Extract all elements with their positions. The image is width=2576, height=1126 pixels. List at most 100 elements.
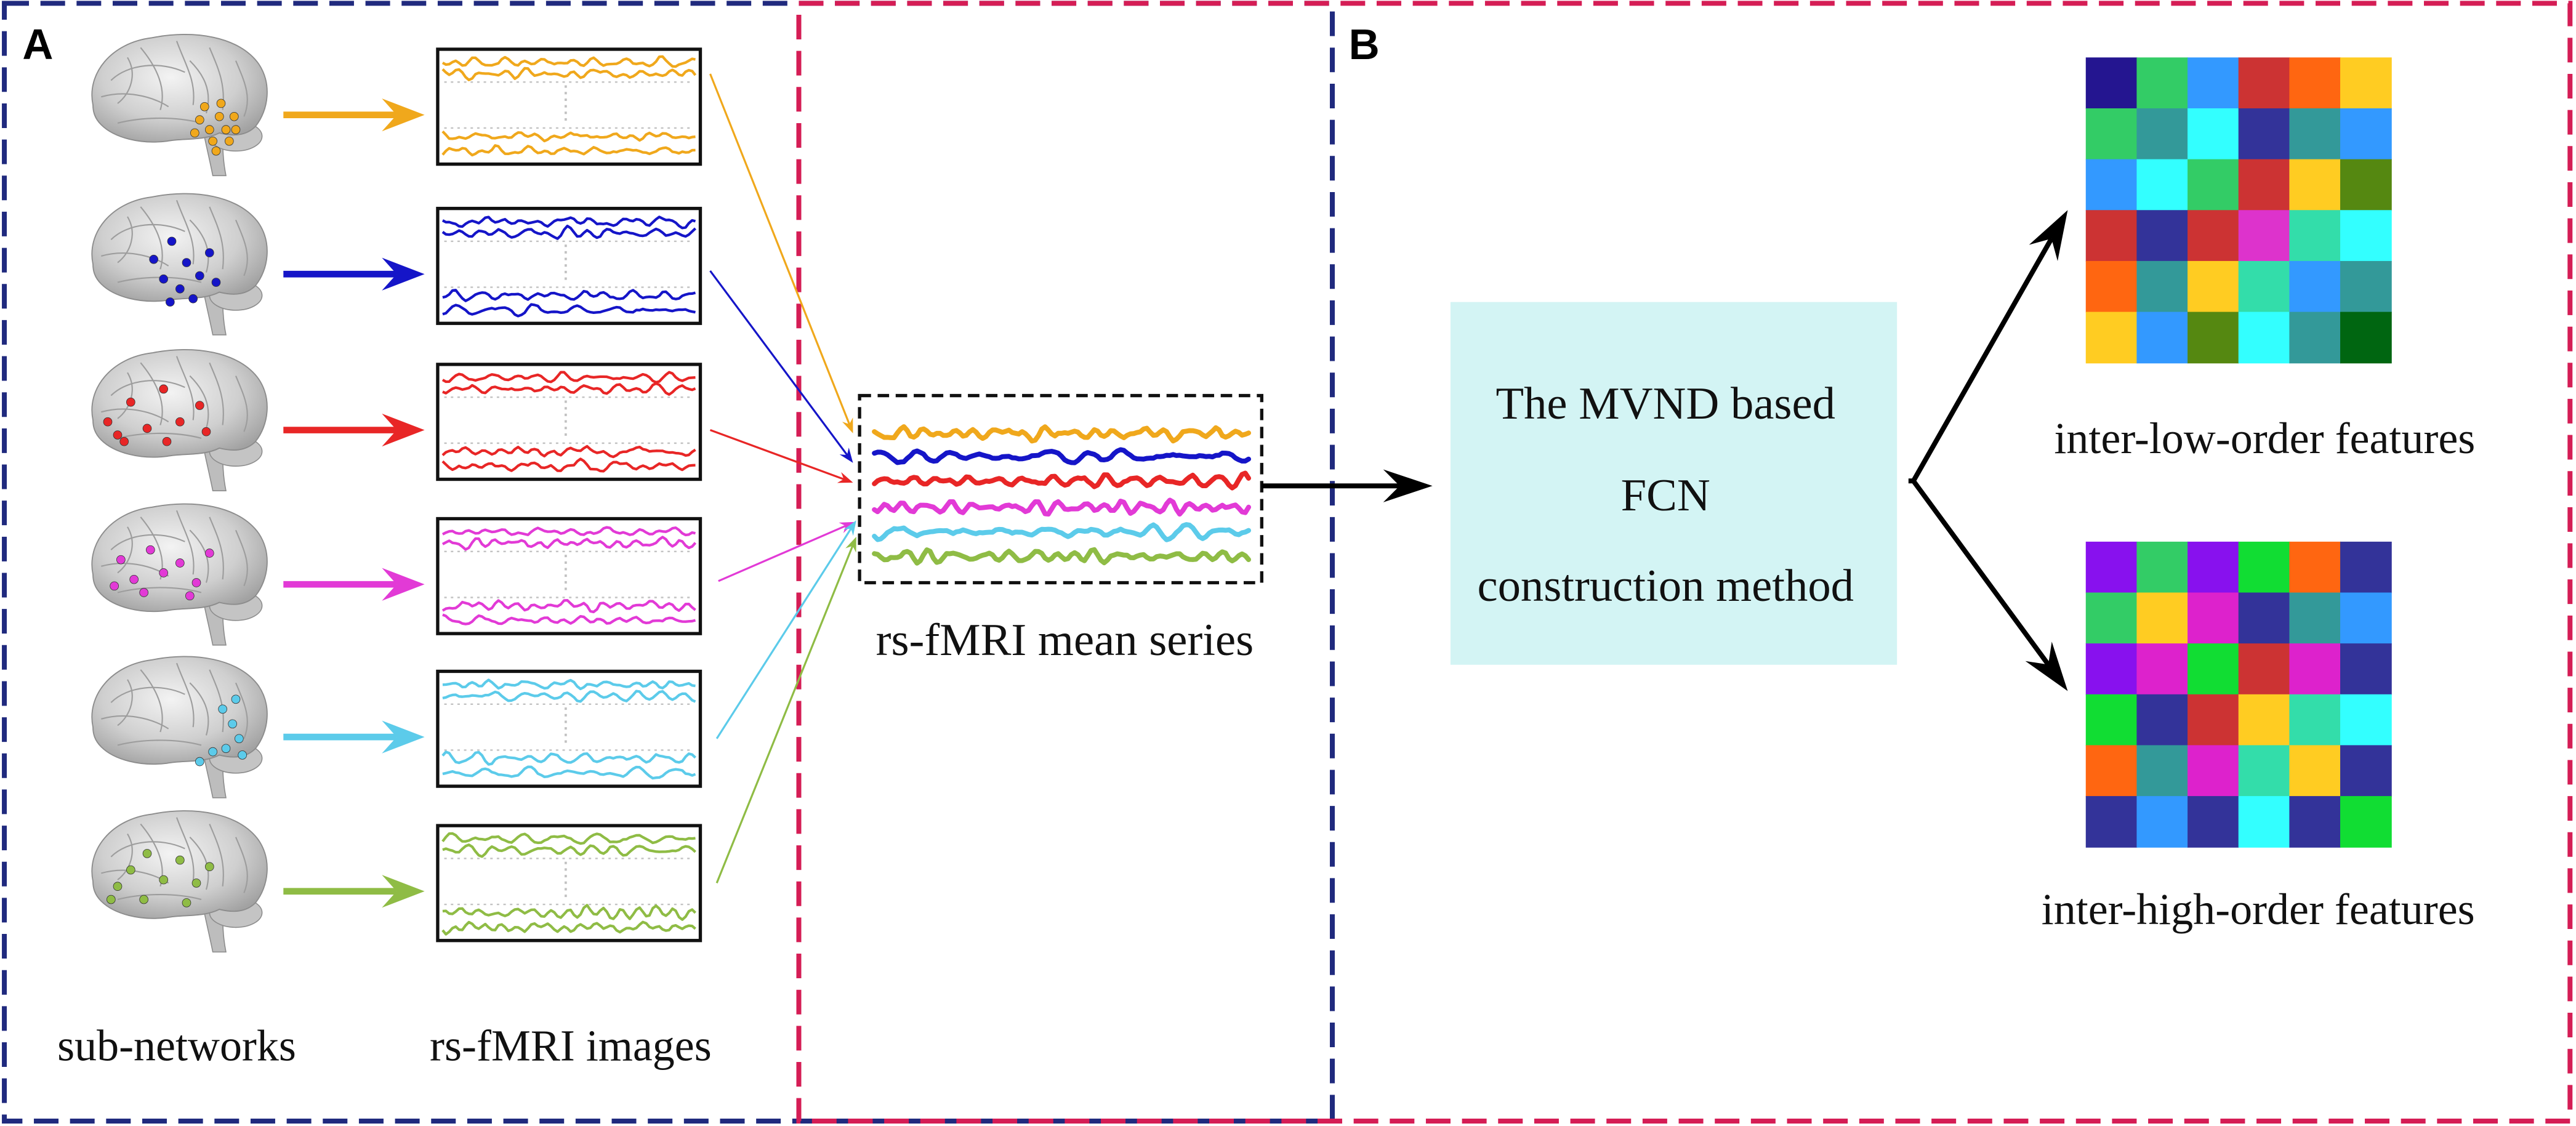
sulcus-line <box>209 669 224 733</box>
sub-network-arrows <box>283 98 425 908</box>
roi-dot <box>190 128 199 138</box>
brain-icon <box>91 656 268 798</box>
sulcus-line <box>117 833 133 880</box>
mean-series-line <box>872 424 1252 444</box>
panel-a-label: A <box>22 20 53 68</box>
flow-arrows <box>1262 210 2068 691</box>
matrix-cell <box>2188 541 2239 593</box>
matrix-cell <box>2238 694 2290 746</box>
roi-dot <box>211 146 221 156</box>
mean-series-line <box>872 470 1252 491</box>
sulcus-line <box>110 841 185 858</box>
brain-icon <box>91 348 268 491</box>
roi-dot <box>175 417 185 427</box>
sulcus-line <box>175 662 195 728</box>
matrix-cell <box>2085 541 2138 593</box>
sub-network-arrow-head <box>382 413 425 447</box>
series-connector <box>709 429 853 483</box>
matrix-cell <box>2085 745 2138 797</box>
bold-signal-trace <box>441 832 696 845</box>
matrix-cell <box>2340 312 2392 364</box>
matrix-cell <box>2289 108 2341 160</box>
roi-dot <box>129 574 139 584</box>
high-order-feature-matrix <box>2085 541 2392 848</box>
sulcus-line <box>175 817 195 882</box>
sub-network-arrow <box>283 875 425 908</box>
matrix-cell <box>2136 541 2189 593</box>
roi-dot <box>185 591 195 601</box>
to-low-order-arrow <box>1911 210 2068 483</box>
series-connector <box>715 520 856 739</box>
matrix-cell <box>2238 745 2290 797</box>
roi-dot <box>175 284 185 294</box>
sulcus-line <box>101 408 169 423</box>
sulcus-line <box>175 199 195 265</box>
matrix-cell <box>2289 159 2341 211</box>
sub-network-arrow-head <box>382 720 425 754</box>
matrix-cell <box>2188 57 2239 110</box>
bold-signal-trace <box>441 920 696 936</box>
roi-dot <box>229 111 239 121</box>
rs-fmri-image-frame <box>436 206 702 325</box>
sulcus-line <box>117 526 133 574</box>
series-connector-shaft <box>709 429 845 480</box>
rs-fmri-image <box>436 517 702 635</box>
matrix-cell <box>2289 592 2341 645</box>
roi-dot <box>195 401 204 410</box>
sub-network-arrow <box>283 568 425 601</box>
roi-dot <box>167 236 177 246</box>
mean-series-line <box>872 547 1252 566</box>
series-connector-head <box>843 520 856 536</box>
high-order-label: inter-high-order features <box>2042 885 2475 934</box>
roi-dot <box>119 436 129 446</box>
matrix-cell <box>2188 260 2239 313</box>
matrix-cell <box>2188 694 2239 746</box>
matrix-cell <box>2188 643 2239 695</box>
roi-dot <box>201 427 211 436</box>
bold-signal-trace <box>441 55 696 68</box>
panel-a-frame <box>2 1 1335 1124</box>
sulcus-line <box>235 219 248 276</box>
matrix-cell <box>2289 796 2341 848</box>
matrix-cell <box>2238 796 2290 848</box>
matrix-cell <box>2085 312 2138 364</box>
sulcus-line <box>101 715 169 730</box>
matrix-cell <box>2238 57 2290 110</box>
rs-fmri-image <box>436 47 702 166</box>
matrix-cell <box>2136 796 2189 848</box>
matrix-cell <box>2289 694 2341 746</box>
bold-signal-trace <box>442 613 696 625</box>
matrix-cell <box>2136 57 2189 110</box>
matrix-cell <box>2188 108 2239 160</box>
series-connector-shaft <box>709 270 848 456</box>
sub-network-arrow-head <box>382 257 425 291</box>
sulcus-line <box>110 534 185 550</box>
matrix-cell <box>2340 643 2392 695</box>
rs-fmri-image-frame <box>436 47 702 166</box>
sulcus-line <box>117 587 202 593</box>
series-connectors <box>709 73 856 884</box>
roi-dot <box>204 248 214 257</box>
bold-signal-trace <box>442 678 696 691</box>
roi-dot <box>208 747 217 757</box>
matrix-cell <box>2085 108 2138 160</box>
matrix-cell <box>2238 210 2290 262</box>
series-connector-head <box>845 536 856 553</box>
cerebrum <box>91 503 268 613</box>
sulcus-line <box>209 206 224 270</box>
roi-dot <box>159 875 168 885</box>
sub-network-arrow-head <box>382 568 425 601</box>
roi-dot <box>195 271 204 281</box>
roi-dot <box>139 895 149 904</box>
sulcus-line <box>117 432 202 439</box>
matrix-cell <box>2340 260 2392 313</box>
bold-signal-trace <box>441 224 696 240</box>
roi-dot <box>182 258 191 267</box>
roi-dot <box>231 694 241 704</box>
sub-network-arrow <box>283 413 425 447</box>
roi-dot <box>116 555 126 565</box>
roi-dot <box>159 568 168 577</box>
matrix-cell <box>2238 592 2290 645</box>
sulcus-line <box>101 252 169 267</box>
